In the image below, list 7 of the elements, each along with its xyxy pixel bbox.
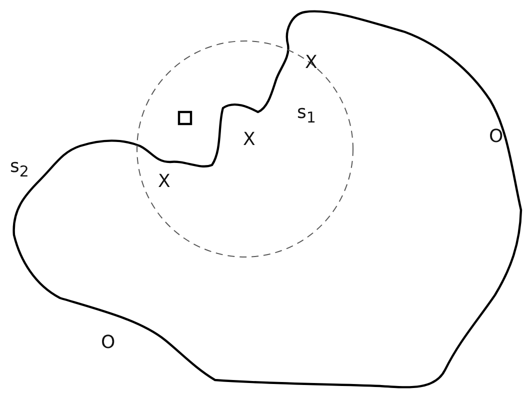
region-label: s$_{1}$: [297, 103, 316, 128]
region-label: O: [101, 333, 116, 353]
region-label: X: [305, 53, 318, 73]
region-label: O: [489, 127, 504, 147]
region-label: s$_{2}$: [10, 157, 29, 182]
region-label: X: [243, 130, 256, 150]
region-label: X: [158, 172, 170, 192]
